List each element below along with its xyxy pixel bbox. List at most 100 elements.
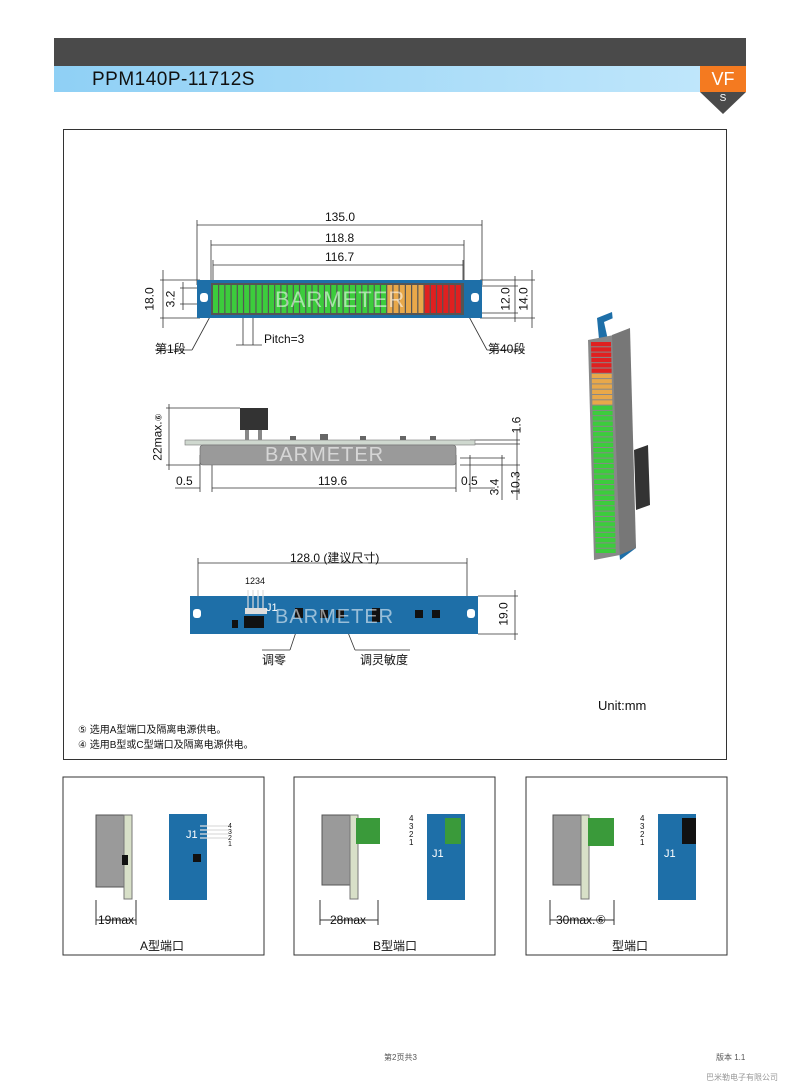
iso-led-segment [592,410,613,416]
led-segment [368,285,374,313]
badge-triangle [700,92,746,114]
side-dim-right: 0.5 [461,474,478,488]
header-dark-bar [54,38,746,66]
iso-view [588,312,650,560]
iso-led-segment [594,506,615,511]
port-panels [62,776,728,956]
iso-led-segment [594,485,615,490]
front-first-segment-label: 第1段 [155,342,186,356]
iso-led-segment [595,548,616,553]
footer-page: 第2页共3 [384,1053,417,1062]
led-segments [213,285,461,313]
led-segment [374,285,380,313]
side-dim-10-3: 10.3 [508,471,523,495]
iso-led-segment [591,357,612,363]
iso-led-segment [592,421,613,426]
front-dim-height: 18.0 [142,287,157,311]
led-segment [269,285,275,313]
led-segment [424,285,430,313]
led-segment [281,285,287,313]
led-segment [356,285,362,313]
back-dim-height: 19.0 [496,602,511,626]
led-segment [362,285,368,313]
back-sensitivity-label: 调灵敏度 [360,653,409,667]
led-segment [275,285,281,313]
led-segment [418,285,424,313]
led-segment [256,285,262,313]
led-segment [430,285,436,313]
iso-led-segment [592,395,613,400]
side-dim-height: 22max.⑥ [150,413,165,461]
iso-led-segment [591,373,612,379]
header-title-bar [54,66,700,92]
led-segment [213,285,219,313]
back-dim-width: 128.0 (建议尺寸) [290,551,380,565]
led-segment [455,285,461,313]
iso-led-segment [594,511,615,516]
iso-led-segment [593,432,614,437]
iso-led-segment [591,379,612,384]
iso-led-segment [594,490,615,495]
iso-led-segment [592,405,613,410]
led-segment [244,285,250,313]
iso-led-segment [594,516,615,522]
iso-led-segment [595,527,616,532]
led-segment [399,285,405,313]
iso-led-segment [593,458,614,463]
led-segment [381,285,387,313]
port-b-dim: 28max [330,913,367,927]
led-segment [325,285,331,313]
led-segment [443,285,449,313]
note-1: ⑤ 选用A型端口及隔离电源供电。 [78,725,227,736]
front-last-segment-label: 第40段 [488,342,526,356]
front-dim-right-inner: 12.0 [498,287,513,311]
iso-led-segment [591,347,612,352]
iso-led-segments [591,342,616,553]
front-view [155,220,535,351]
iso-led-segment [593,469,614,474]
front-dim-led: 3.2 [163,290,178,308]
iso-led-segment [593,448,614,453]
iso-led-segment [595,543,616,548]
side-watermark: BARMETER [265,444,385,466]
led-segment [393,285,399,313]
unit-label: Unit:mm [598,698,647,713]
led-segment [306,285,312,313]
footer-version: 版本 1.1 [716,1053,746,1062]
iso-led-segment [594,501,615,506]
led-segment [237,285,243,313]
port-c-dim: 30max.⑥ [556,913,607,927]
led-segment [343,285,349,313]
iso-led-segment [594,479,615,485]
iso-led-segment [594,474,614,479]
led-segment [405,285,411,313]
iso-led-segment [591,384,612,389]
side-dim-width: 119.6 [318,474,348,488]
iso-led-segment [591,363,612,368]
led-segment [231,285,237,313]
led-segment [293,285,299,313]
led-segment [449,285,455,313]
back-watermark: BARMETER [275,606,395,628]
port-a-dim: 19max [98,913,135,927]
led-segment [337,285,343,313]
front-dim-mid: 118.8 [325,231,355,245]
port-c-connector: J1 [664,848,676,860]
led-segment [225,285,231,313]
led-segment [312,285,318,313]
port-b-caption: B型端口 [373,939,418,953]
brand-badge: VF [700,66,746,92]
led-segment [262,285,268,313]
led-segment [300,285,306,313]
iso-led-segment [592,400,613,405]
iso-led-segment [592,416,613,421]
iso-led-segment [594,495,615,500]
led-segment [219,285,225,313]
side-view [166,404,520,500]
iso-led-segment [591,368,612,373]
back-view [190,558,518,651]
